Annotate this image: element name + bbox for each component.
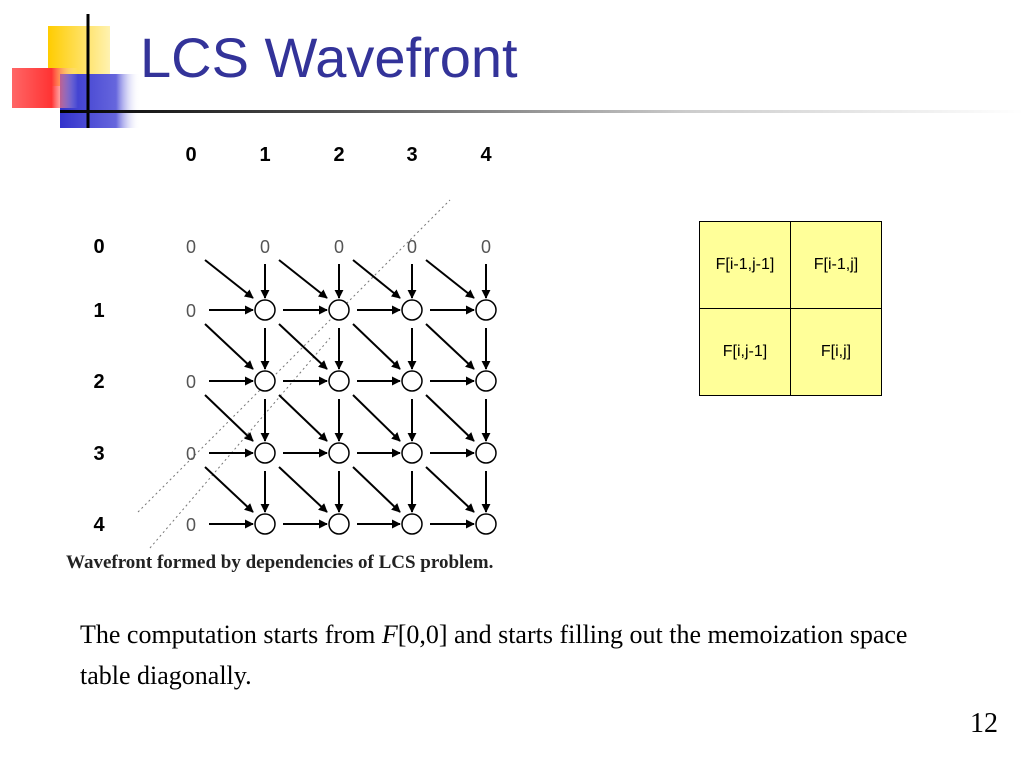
arrow-diagonal (204, 394, 254, 442)
cell-node (475, 442, 497, 464)
body-text-suffix: [0,0] and starts filling out the memoiza… (80, 620, 908, 690)
dependency-row: F[i-1,j-1] F[i-1,j] (699, 221, 882, 309)
row-label: 0 (93, 236, 104, 258)
body-text-italic: F (381, 620, 398, 649)
cell-node (328, 442, 350, 464)
dependency-cell-diagonal: F[i-1,j-1] (699, 221, 791, 309)
cell-zero: 0 (407, 237, 417, 257)
dependency-cell-up: F[i-1,j] (790, 221, 882, 309)
title-underline (60, 110, 1024, 113)
arrow-diagonal (204, 466, 254, 513)
body-text-prefix: The computation starts from (80, 620, 382, 649)
cell-node (401, 442, 423, 464)
row-label: 2 (93, 371, 104, 393)
cell-node (475, 513, 497, 535)
deco-red-square (12, 68, 78, 108)
row-label: 1 (93, 300, 104, 322)
page-number: 12 (970, 708, 998, 739)
cell-zero: 0 (186, 444, 196, 464)
row-label: 4 (93, 514, 105, 536)
cell-zero: 0 (260, 237, 270, 257)
slide-title: LCS Wavefront (140, 26, 518, 89)
dependency-cell-left: F[i,j-1] (699, 308, 791, 396)
cell-node (254, 370, 276, 392)
arrow-diagonal (278, 466, 328, 513)
arrow-diagonal (425, 466, 475, 513)
cell-node (475, 370, 497, 392)
column-label: 4 (480, 144, 492, 166)
arrow-diagonal (278, 394, 328, 442)
column-label: 1 (259, 144, 270, 166)
body-text: The computation starts from F[0,0] and s… (80, 614, 960, 696)
cell-zero: 0 (186, 301, 196, 321)
row-label: 3 (93, 443, 104, 465)
arrow-diagonal (425, 323, 475, 370)
arrow-diagonal (278, 259, 328, 299)
column-label: 2 (333, 144, 344, 166)
diagram-caption: Wavefront formed by dependencies of LCS … (66, 552, 494, 573)
dependency-cell-current: F[i,j] (790, 308, 882, 396)
cell-zero: 0 (186, 237, 196, 257)
arrow-diagonal (204, 259, 254, 299)
title-decoration (12, 14, 140, 128)
arrow-diagonal (425, 394, 475, 442)
arrow-diagonal (352, 394, 401, 442)
dependency-table: F[i-1,j-1] F[i-1,j] F[i,j-1] F[i,j] (699, 221, 882, 396)
cell-node (328, 513, 350, 535)
cell-node (328, 299, 350, 321)
cell-zero: 0 (334, 237, 344, 257)
cell-node (401, 513, 423, 535)
dependency-row: F[i,j-1] F[i,j] (699, 308, 882, 396)
cell-node (254, 299, 276, 321)
arrow-diagonal (278, 323, 328, 370)
column-label: 3 (406, 144, 417, 166)
column-label: 0 (185, 144, 196, 166)
wavefront-line (137, 199, 451, 513)
cell-zero: 0 (481, 237, 491, 257)
arrow-diagonal (352, 259, 401, 299)
cell-zero: 0 (186, 372, 196, 392)
wavefront-diagram: 0 0 0 0 0 0 0 0 0 0 1 2 3 4 0 1 2 3 4 (93, 144, 497, 549)
cell-node (401, 299, 423, 321)
cell-node (401, 370, 423, 392)
arrow-diagonal (352, 323, 401, 370)
arrow-diagonal (204, 323, 254, 370)
arrow-diagonal (425, 259, 475, 299)
cell-node (328, 370, 350, 392)
cell-node (475, 299, 497, 321)
wavefront-line (149, 337, 331, 549)
cell-node (254, 513, 276, 535)
cell-node (254, 442, 276, 464)
cell-zero: 0 (186, 515, 196, 535)
arrow-diagonal (352, 466, 401, 513)
